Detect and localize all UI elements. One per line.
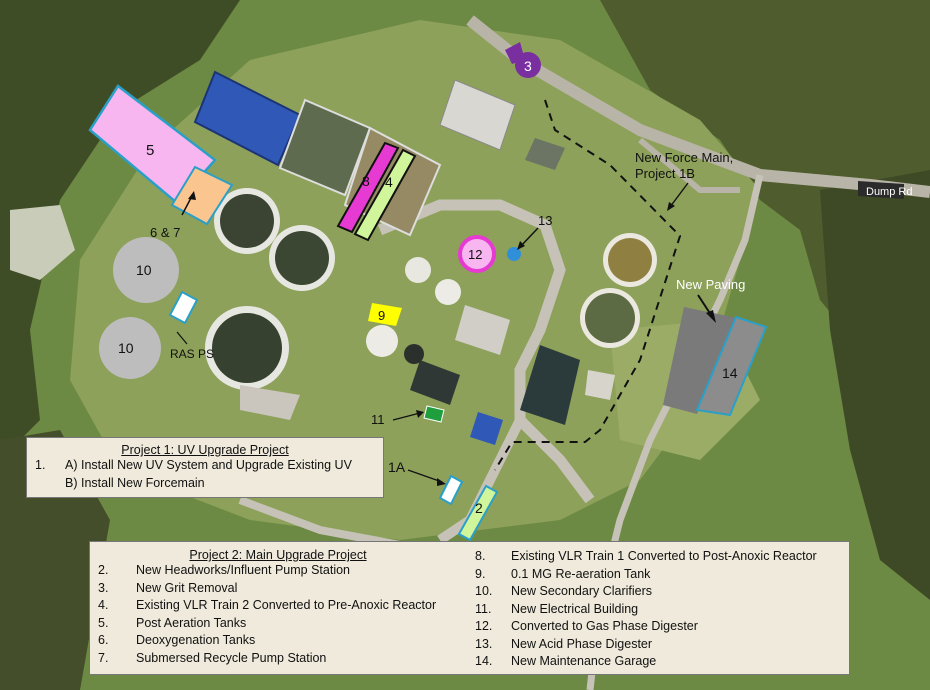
label-6-7: 6 & 7 [150, 225, 180, 240]
project-2-item: 5. Post Aeration Tanks [98, 615, 458, 633]
item-text: New Acid Phase Digester [511, 636, 653, 651]
item-text: New Maintenance Garage [511, 654, 657, 668]
project-2-item: 9. 0.1 MG Re-aeration Tank [475, 566, 845, 584]
project-1-item: B) Install New Forcemain [27, 475, 383, 493]
grit-removal [505, 42, 541, 78]
marker-13: 13 [538, 213, 552, 228]
vlr-train-2-pre-anoxic [353, 148, 417, 242]
item-text: Deoxygenation Tanks [136, 633, 256, 647]
new-secondary-clarifier [99, 317, 161, 379]
project-2-item: 14. New Maintenance Garage [475, 653, 845, 671]
project-2-title: Project 2: Main Upgrade Project [189, 548, 367, 562]
vlr-train-1-post-anoxic [336, 141, 400, 234]
re-aeration-tank [368, 303, 402, 326]
item-number: 11. [475, 601, 492, 616]
project-2-legend: Project 2: Main Upgrade Project 2. New He… [89, 541, 850, 675]
item-text: New Electrical Building [511, 601, 639, 616]
item-text: New Headworks/Influent Pump Station [136, 563, 350, 577]
item-number: 6. [98, 633, 109, 647]
project-2-item: 10. New Secondary Clarifiers [475, 583, 845, 601]
project-1-title: Project 1: UV Upgrade Project [121, 443, 289, 457]
gas-phase-digester [458, 235, 496, 273]
item-number: 12. [475, 619, 493, 633]
item-number: 2. [98, 563, 109, 577]
item-number: 13. [475, 636, 493, 651]
marker-8: 8 [362, 173, 370, 189]
project-2-item: 4. Existing VLR Train 2 Converted to Pre-… [98, 597, 458, 615]
marker-4: 4 [385, 174, 393, 190]
project-2-item: 3. New Grit Removal [98, 580, 458, 598]
headworks-pump-station [457, 484, 499, 542]
item-text: New Secondary Clarifiers [511, 584, 653, 598]
acid-phase-digester [507, 247, 521, 261]
maintenance-garage [695, 315, 768, 417]
item-number: 3. [98, 580, 109, 595]
marker-10-bottom: 10 [118, 340, 134, 356]
uv-system [438, 474, 464, 506]
marker-1a: 1A [388, 459, 406, 475]
item-text: Existing VLR Train 1 Converted to Post-A… [511, 549, 817, 563]
new-paving [663, 307, 737, 414]
electrical-building [423, 405, 445, 423]
item-text: B) Install New Forcemain [65, 475, 205, 490]
item-text: 0.1 MG Re-aeration Tank [511, 566, 651, 581]
project-2-item: 2. New Headworks/Influent Pump Station [98, 562, 458, 580]
project-2-item: 8. Existing VLR Train 1 Converted to Post… [475, 548, 845, 566]
road-sign: Dump Rd [858, 181, 912, 199]
item-text: Post Aeration Tanks [136, 615, 247, 630]
item-text: New Grit Removal [136, 580, 238, 595]
marker-2: 2 [475, 500, 483, 516]
item-number: 4. [98, 598, 109, 612]
item-text: Submersed Recycle Pump Station [136, 650, 327, 665]
marker-11: 11 [371, 412, 385, 427]
new-secondary-clarifier [113, 237, 179, 303]
woods-area [0, 0, 240, 460]
project-2-item: 13. New Acid Phase Digester [475, 636, 845, 654]
item-text: A) Install New UV System and Upgrade Exi… [65, 458, 352, 472]
marker-9: 9 [378, 308, 385, 323]
existing-clarifiers [205, 188, 657, 390]
project-1-legend: Project 1: UV Upgrade Project 1. A) Inst… [26, 437, 384, 498]
item-number: 10. [475, 584, 493, 598]
project-2-item: 11. New Electrical Building [475, 601, 845, 619]
item-number: 9. [475, 566, 486, 581]
item-text: Existing VLR Train 2 Converted to Pre-An… [136, 598, 437, 612]
project-2-item: 6. Deoxygenation Tanks [98, 632, 458, 650]
blue-roof-building [193, 70, 302, 167]
road-label: Dump Rd [866, 186, 912, 198]
buildings [240, 79, 615, 445]
item-number: 7. [98, 650, 109, 665]
item-number [35, 475, 65, 493]
item-number: 8. [475, 549, 486, 563]
label-force-main-1: New Force Main, [635, 150, 733, 165]
item-number: 14. [475, 654, 493, 668]
marker-3: 3 [524, 58, 532, 74]
project-2-item: 12. Converted to Gas Phase Digester [475, 618, 845, 636]
marker-14: 14 [722, 365, 738, 381]
marker-12: 12 [468, 247, 482, 262]
force-main-line [494, 99, 682, 471]
project-2-right-column: 8. Existing VLR Train 1 Converted to Post… [475, 548, 845, 671]
label-new-paving: New Paving [676, 277, 745, 292]
item-text: Converted to Gas Phase Digester [511, 619, 698, 633]
deoxygenation-tanks [170, 165, 234, 226]
project-2-item: 7. Submersed Recycle Pump Station [98, 650, 458, 668]
ras-pump-station [168, 290, 199, 325]
marker-10-top: 10 [136, 262, 152, 278]
label-force-main-2: Project 1B [635, 166, 695, 181]
item-number: 5. [98, 615, 109, 630]
item-number: 1. [35, 458, 46, 472]
marker-5: 5 [146, 142, 154, 159]
project-1-item: 1. A) Install New UV System and Upgrade … [27, 457, 383, 475]
project-2-left-column: Project 2: Main Upgrade Project 2. New He… [98, 548, 458, 667]
label-ras-ps: RAS PS [170, 347, 214, 361]
